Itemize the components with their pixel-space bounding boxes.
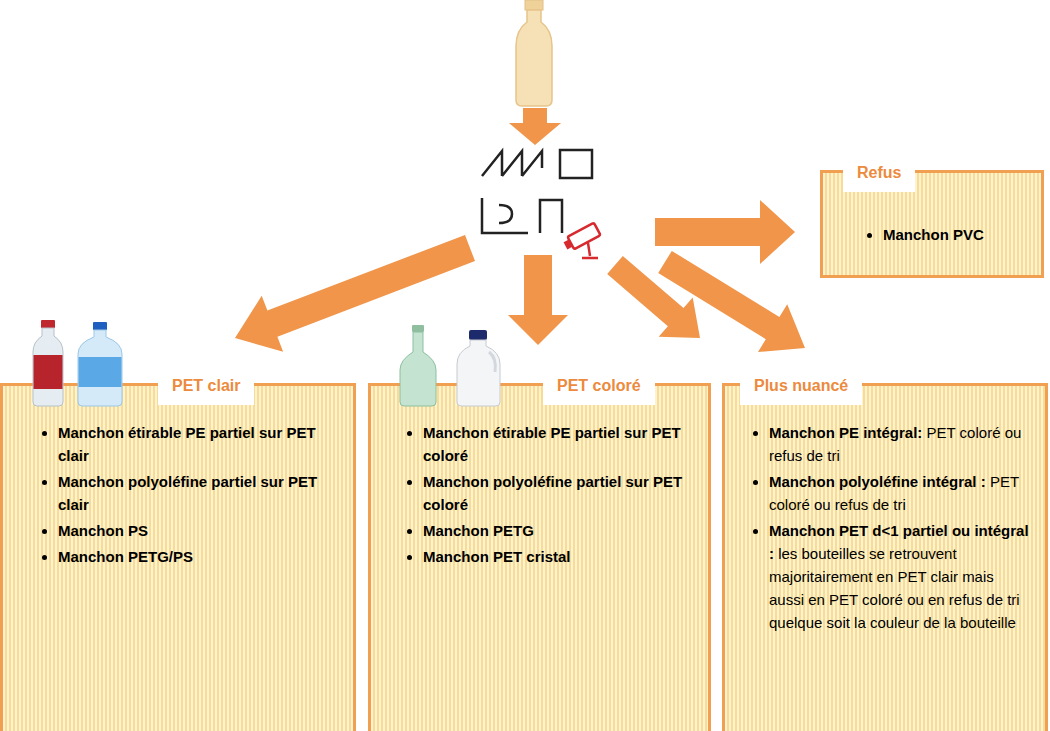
bullet-item: Manchon PET cristal <box>423 545 685 568</box>
plant-roof <box>482 151 542 176</box>
bullet-item: Manchon PVC <box>883 223 1033 246</box>
bottle-cap <box>525 0 543 10</box>
colored-bottle <box>400 332 436 406</box>
camera-lens <box>564 240 573 250</box>
plant-gate <box>540 200 562 233</box>
box-heading: PET coloré <box>543 367 655 405</box>
bottle-cap <box>412 325 424 332</box>
box-heading: Refus <box>843 154 915 192</box>
bottle-label <box>79 357 122 387</box>
bottle-label <box>34 355 63 389</box>
bullet-item: Manchon PE intégral:PET coloré ou refus … <box>769 421 1031 467</box>
item-text: Manchon PETG/PS <box>58 548 193 565</box>
item-text: Manchon polyoléfine partiel sur PET colo… <box>423 473 682 513</box>
bullet-item: Manchon étirable PE partiel sur PET clai… <box>58 421 320 467</box>
clear-pet-box: PET clairManchon étirable PE partiel sur… <box>0 383 356 731</box>
item-text: Manchon PET cristal <box>423 548 571 565</box>
flow-arrow <box>607 256 700 338</box>
clear-bottle <box>78 330 122 406</box>
box-heading: PET clair <box>158 367 254 405</box>
bullet-item: Manchon PET d<1 partiel ou intégral :les… <box>769 519 1031 634</box>
bullet-item: Manchon étirable PE partiel sur PET colo… <box>423 421 685 467</box>
bullet-item: Manchon PS <box>58 519 320 542</box>
item-text: Manchon PETG <box>423 522 534 539</box>
flow-arrow <box>508 255 568 345</box>
nuanced-box: Plus nuancéManchon PE intégral:PET color… <box>722 383 1048 731</box>
camera-body <box>567 223 600 249</box>
item-text: Manchon polyoléfine intégral : <box>769 473 986 490</box>
clear-bottle <box>33 328 63 406</box>
bullet-list: Manchon étirable PE partiel sur PET clai… <box>38 421 320 571</box>
camera-icon <box>562 223 600 252</box>
flow-arrow <box>235 235 475 352</box>
plant-wall <box>482 198 528 233</box>
item-detail: les bouteilles se retrouvent majoritaire… <box>769 545 1020 631</box>
camera-mount <box>582 243 598 258</box>
bullet-list: Manchon étirable PE partiel sur PET colo… <box>403 421 685 571</box>
bottle-cap <box>93 322 107 330</box>
plant-door <box>499 205 512 223</box>
bullet-item: Manchon polyoléfine partiel sur PET colo… <box>423 470 685 516</box>
item-text: Manchon étirable PE partiel sur PET colo… <box>423 424 681 464</box>
reject-box: RefusManchon PVC <box>820 170 1044 278</box>
box-heading: Plus nuancé <box>740 367 862 405</box>
item-text: Manchon PE intégral: <box>769 424 922 441</box>
item-text: Manchon polyoléfine partiel sur PET clai… <box>58 473 317 513</box>
bottle-cap <box>469 330 487 340</box>
bullet-item: Manchon PETG <box>423 519 685 542</box>
bullet-item: Manchon polyoléfine intégral :PET coloré… <box>769 470 1031 516</box>
plant-window <box>560 150 592 178</box>
item-text: Manchon PVC <box>883 226 984 243</box>
colored-pet-box: PET coloréManchon étirable PE partiel su… <box>368 383 711 731</box>
colored-bottle <box>457 340 500 406</box>
bottle-cap <box>41 320 55 328</box>
flow-arrow <box>509 108 561 145</box>
incoming-bottle <box>516 10 552 106</box>
bullet-item: Manchon polyoléfine partiel sur PET clai… <box>58 470 320 516</box>
bullet-item: Manchon PETG/PS <box>58 545 320 568</box>
bottle-handle <box>489 352 495 372</box>
bullet-list: Manchon PE intégral:PET coloré ou refus … <box>749 421 1031 637</box>
bullet-list: Manchon PVC <box>863 223 1033 249</box>
item-text: Manchon PS <box>58 522 148 539</box>
item-text: Manchon étirable PE partiel sur PET clai… <box>58 424 316 464</box>
